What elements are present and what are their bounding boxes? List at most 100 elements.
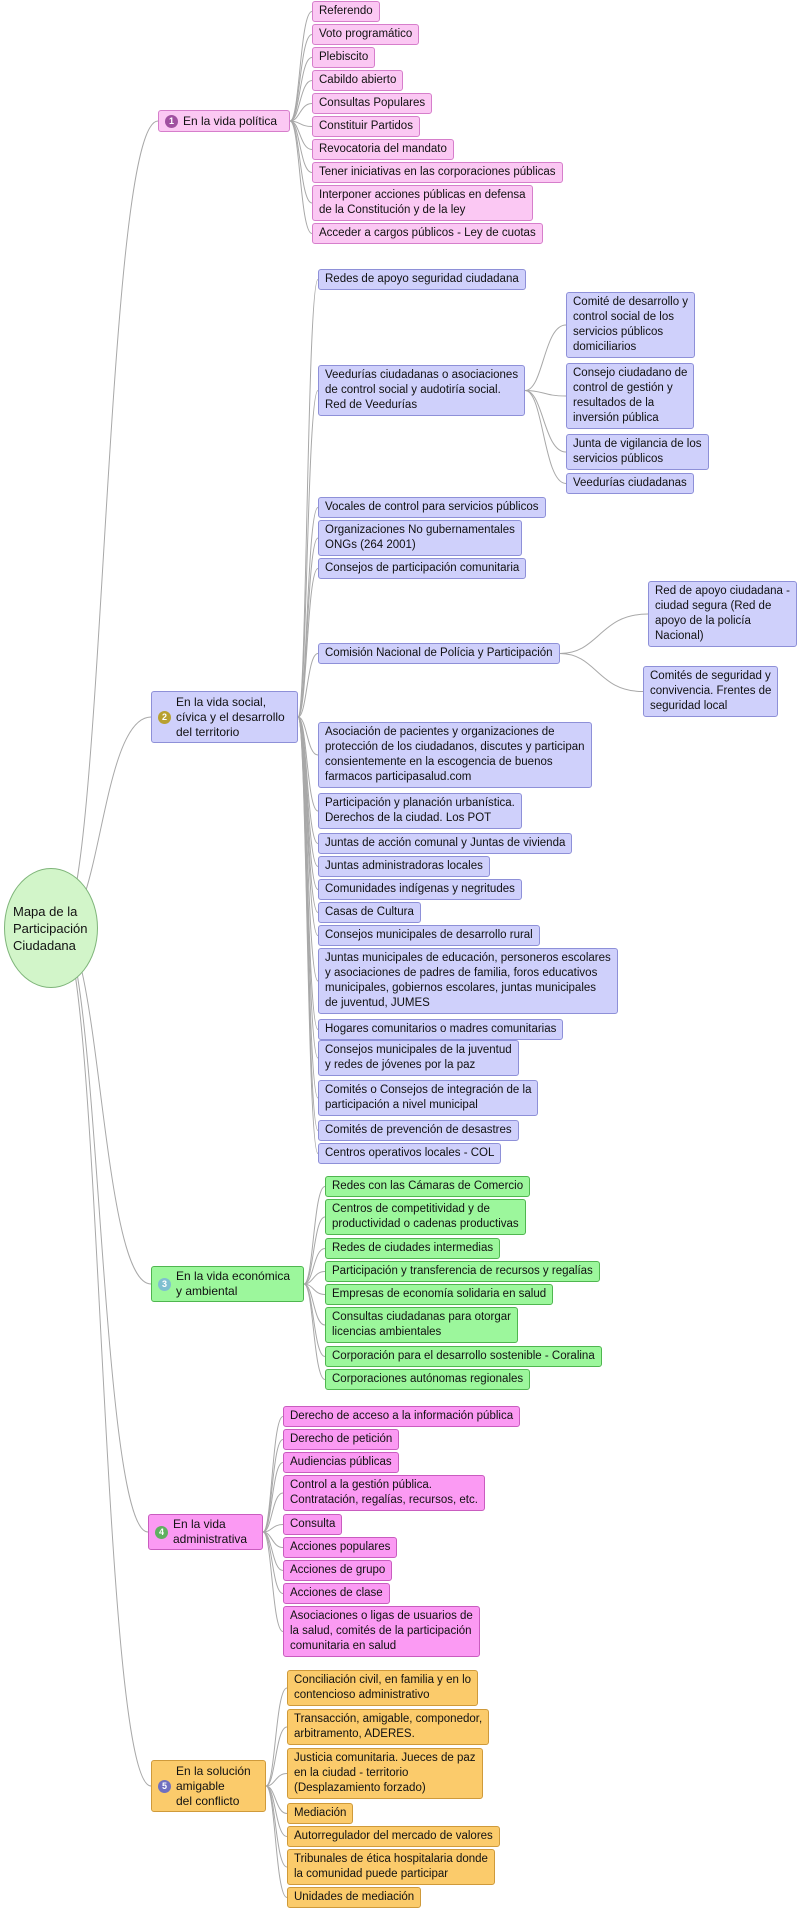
leaf-coralina[interactable]: Corporación para el desarrollo sostenibl… xyxy=(325,1346,602,1367)
leaf-label: Revocatoria del mandato xyxy=(319,143,447,155)
leaf-consejos-desarrollo-rural[interactable]: Consejos municipales de desarrollo rural xyxy=(318,925,540,946)
branch-vida-social[interactable]: 2 En la vida social, cívica y el desarro… xyxy=(151,691,298,743)
leaf-redes-apoyo[interactable]: Redes de apoyo seguridad ciudadana xyxy=(318,269,526,290)
leaf-constituir-partidos[interactable]: Constituir Partidos xyxy=(312,116,420,137)
leaf-cargos-publicos[interactable]: Acceder a cargos públicos - Ley de cuota… xyxy=(312,223,543,244)
leaf-plebiscito[interactable]: Plebiscito xyxy=(312,47,376,68)
branch-vida-economica[interactable]: 3 En la vida económica y ambiental xyxy=(151,1266,304,1302)
subleaf-red-apoyo-ciudadana[interactable]: Red de apoyo ciudadana - ciudad segura (R… xyxy=(648,581,797,647)
leaf-acceso-informacion[interactable]: Derecho de acceso a la información públi… xyxy=(283,1406,521,1427)
leaf-voto-programatico[interactable]: Voto programático xyxy=(312,24,420,45)
leaf-label: Acciones de clase xyxy=(290,1587,383,1599)
leaf-economia-solidaria[interactable]: Empresas de economía solidaria en salud xyxy=(325,1284,554,1305)
branch-vida-administrativa[interactable]: 4 En la vida administrativa xyxy=(148,1514,263,1550)
leaf-mediacion[interactable]: Mediación xyxy=(287,1803,354,1824)
leaf-planeacion-urbanistica[interactable]: Participación y planación urbanística.De… xyxy=(318,793,522,829)
leaf-juntas-accion-comunal[interactable]: Juntas de acción comunal y Juntas de viv… xyxy=(318,833,573,854)
leaf-control-gestion[interactable]: Control a la gestión pública.Contratació… xyxy=(283,1475,485,1511)
leaf-derecho-peticion[interactable]: Derecho de petición xyxy=(283,1429,400,1450)
leaf-revocatoria[interactable]: Revocatoria del mandato xyxy=(312,139,454,160)
priority-2-icon: 2 xyxy=(158,710,171,724)
leaf-label: Asociaciones o ligas de usuarios de xyxy=(290,1610,473,1622)
subleaf-veedurias-ciudadanas[interactable]: Veedurías ciudadanas xyxy=(566,473,694,494)
connector-line xyxy=(59,120,159,929)
branch-label: En la vida xyxy=(173,1517,226,1531)
root-node[interactable]: Mapa de la Participación Ciudadana xyxy=(4,868,98,988)
connector-line xyxy=(59,927,152,1285)
leaf-ciudades-intermedias[interactable]: Redes de ciudades intermedias xyxy=(325,1238,501,1259)
leaf-label: Redes con las Cámaras de Comercio xyxy=(332,1180,524,1192)
connector-line xyxy=(59,927,149,1533)
branch-label: del territorio xyxy=(176,724,240,739)
leaf-corporaciones-autonomas[interactable]: Corporaciones autónomas regionales xyxy=(325,1369,531,1390)
leaf-camaras-comercio[interactable]: Redes con las Cámaras de Comercio xyxy=(325,1176,531,1197)
leaf-label: Comités o Consejos de integración de la xyxy=(325,1084,532,1096)
leaf-centros-operativos[interactable]: Centros operativos locales - COL xyxy=(318,1143,502,1164)
leaf-label: y redes de jóvenes por la paz xyxy=(325,1059,476,1071)
leaf-label: arbitramento, ADERES. xyxy=(294,1728,415,1740)
branch-label: En la vida económica xyxy=(176,1269,291,1283)
leaf-comites-prevencion[interactable]: Comités de prevención de desastres xyxy=(318,1120,519,1141)
leaf-juntas-administradoras[interactable]: Juntas administradoras locales xyxy=(318,856,490,877)
connector-line xyxy=(303,1248,326,1285)
leaf-acciones-clase[interactable]: Acciones de clase xyxy=(283,1583,390,1604)
leaf-label: ONGs (264 2001) xyxy=(325,539,416,551)
leaf-acciones-grupo[interactable]: Acciones de grupo xyxy=(283,1560,393,1581)
leaf-label: Justicia comunitaria. Jueces de paz xyxy=(294,1752,476,1764)
leaf-label: control de gestión y xyxy=(573,382,673,394)
leaf-label: Red de apoyo ciudadana - xyxy=(655,585,790,597)
leaf-label: Comités de prevención de desastres xyxy=(325,1124,512,1136)
leaf-label: Participación y transferencia de recurso… xyxy=(332,1265,593,1277)
leaf-cabildo-abierto[interactable]: Cabildo abierto xyxy=(312,70,404,91)
connector-line xyxy=(303,1216,326,1285)
leaf-label: Comités de seguridad y xyxy=(650,670,771,682)
leaf-label: Referendo xyxy=(319,5,373,17)
leaf-label: Acceder a cargos públicos - Ley de cuota… xyxy=(319,227,536,239)
leaf-asociacion-pacientes[interactable]: Asociación de pacientes y organizaciones… xyxy=(318,722,592,788)
branch-label: y ambiental xyxy=(176,1284,238,1298)
leaf-transaccion[interactable]: Transacción, amigable, componedor,arbitr… xyxy=(287,1709,490,1745)
leaf-label: control social de los xyxy=(573,311,674,323)
leaf-consejos-participacion[interactable]: Consejos de participación comunitaria xyxy=(318,558,527,579)
root-line-2: Participación xyxy=(13,920,88,936)
leaf-comunidades-indigenas[interactable]: Comunidades indígenas y negritudes xyxy=(318,879,522,900)
branch-vida-politica[interactable]: 1 En la vida política xyxy=(158,110,290,132)
leaf-transferencia-recursos[interactable]: Participación y transferencia de recurso… xyxy=(325,1261,600,1282)
leaf-vocales-control[interactable]: Vocales de control para servicios públic… xyxy=(318,497,546,518)
connector-line xyxy=(262,1439,284,1533)
leaf-comision-nacional[interactable]: Comisión Nacional de Polícia y Participa… xyxy=(318,643,560,664)
leaf-label: Organizaciones No gubernamentales xyxy=(325,524,515,536)
leaf-iniciativas[interactable]: Tener iniciativas en las corporaciones p… xyxy=(312,162,563,183)
leaf-juntas-educacion[interactable]: Juntas municipales de educación, persone… xyxy=(318,948,618,1014)
leaf-consultas-populares[interactable]: Consultas Populares xyxy=(312,93,433,114)
leaf-casas-cultura[interactable]: Casas de Cultura xyxy=(318,902,421,923)
leaf-unidades-mediacion[interactable]: Unidades de mediación xyxy=(287,1887,422,1908)
leaf-label: Consultas ciudadanas para otorgar xyxy=(332,1311,512,1323)
branch-solucion-conflicto[interactable]: 5 En la solución amigable del conflicto xyxy=(151,1760,266,1812)
leaf-label: ciudad segura (Red de xyxy=(655,600,772,612)
leaf-audiencias-publicas[interactable]: Audiencias públicas xyxy=(283,1452,399,1473)
leaf-consulta[interactable]: Consulta xyxy=(283,1514,343,1535)
connector-line xyxy=(297,716,319,1154)
leaf-referendo[interactable]: Referendo xyxy=(312,1,380,22)
connector-line xyxy=(265,1773,288,1787)
leaf-acciones-populares[interactable]: Acciones populares xyxy=(283,1537,398,1558)
leaf-hogares-comunitarios[interactable]: Hogares comunitarios o madres comunitari… xyxy=(318,1019,564,1040)
leaf-autorregulador[interactable]: Autorregulador del mercado de valores xyxy=(287,1826,500,1847)
leaf-label: seguridad local xyxy=(650,700,728,712)
